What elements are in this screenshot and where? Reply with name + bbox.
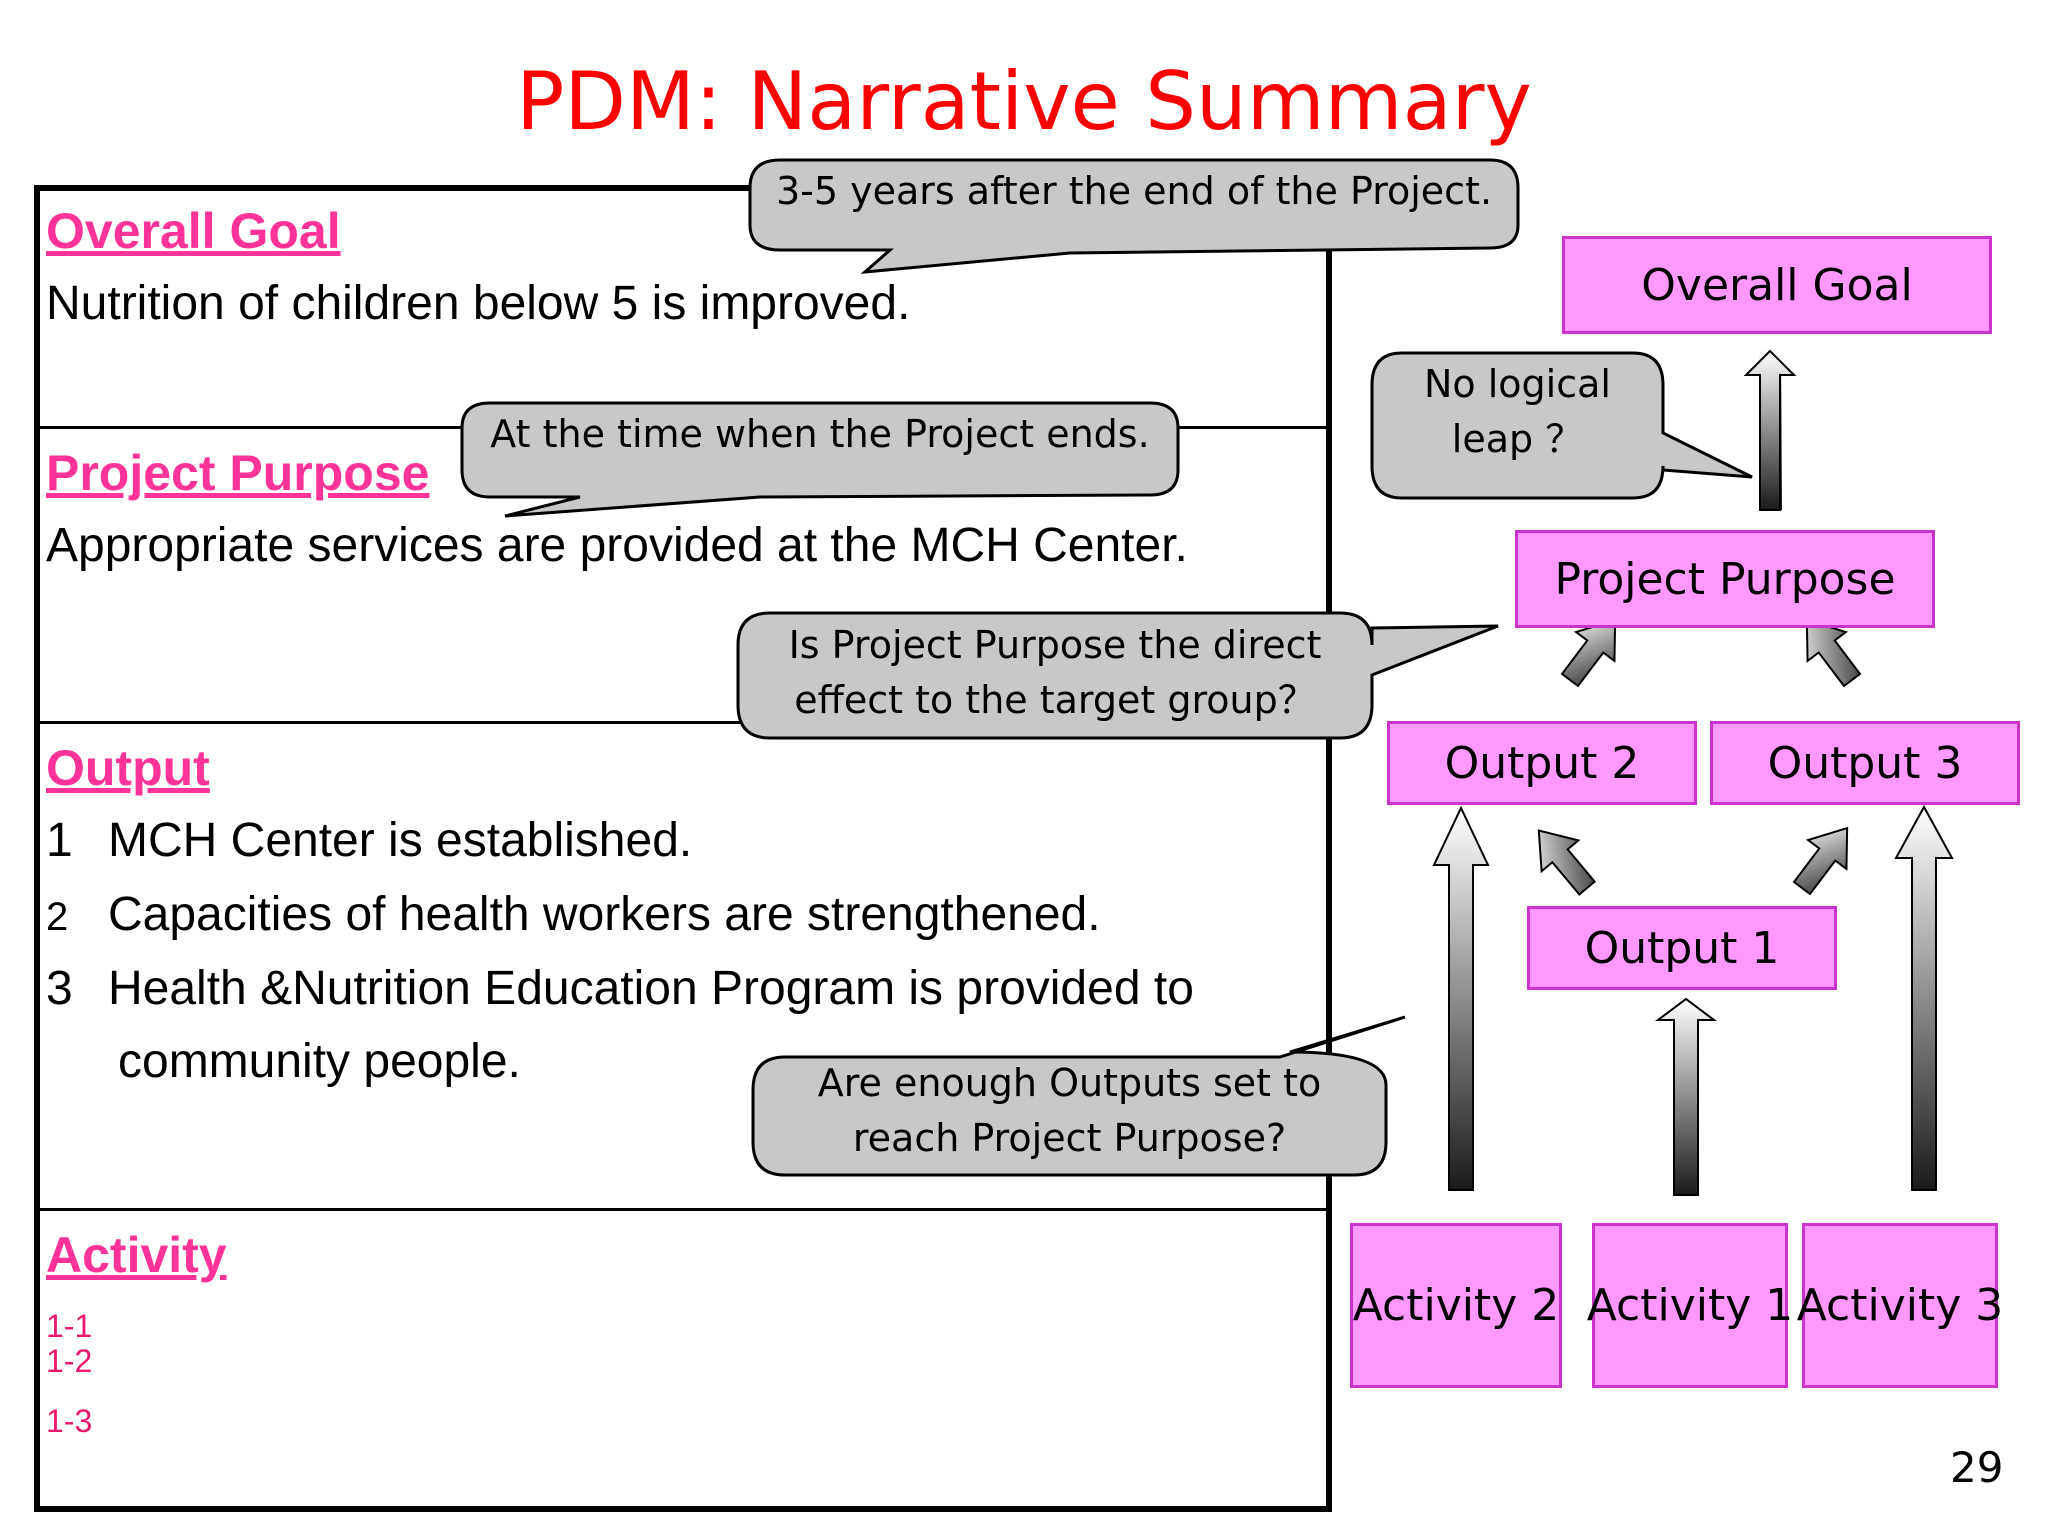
activity-item: 1-3 [46,1403,93,1439]
diagram-activity-2-box: Activity 2 [1350,1223,1562,1388]
arrow-output1-to-output2 [1537,829,1597,896]
callout-logical-leap-bubble [1370,351,1753,500]
output-item-text: Capacities of health workers are strengt… [108,888,1101,941]
overall-goal-text: Nutrition of children below 5 is improve… [46,277,911,330]
diagram-output-2-box: Output 2 [1387,721,1697,805]
overall-goal-heading: Overall Goal [46,203,341,259]
output-item-number: 3 [46,962,73,1015]
project-purpose-heading: Project Purpose [46,445,430,501]
callout-line: leap ？ [1451,417,1584,462]
narrative-summary-table [34,185,1332,1512]
callout-purpose-timing-text: At the time when the Project ends. [490,412,1150,456]
callout-goal-timing-bubble [748,158,1520,274]
arrow-output1-to-output3 [1792,826,1849,896]
callout-enough-outputs-text: Are enough Outputs set to reach Project … [755,1056,1384,1166]
callout-line: Are enough Outputs set to [817,1061,1322,1105]
callout-purpose-timing-bubble [460,401,1180,518]
diagram-project-purpose-box: Project Purpose [1515,530,1935,628]
project-purpose-text: Appropriate services are provided at the… [46,519,1188,572]
diagram-output-3-box: Output 3 [1710,721,2020,805]
activity-item: 1-1 [46,1308,93,1344]
callout-line: effect to the target group？ [794,678,1316,723]
callout-line: No logical [1424,362,1611,406]
arrow-activity1-to-output1 [1655,997,1717,1196]
output-item-text: Health &Nutrition Education Program is p… [108,962,1194,1015]
page-number: 29 [1950,1443,2004,1492]
arrow-activity3-to-output3 [1894,804,1954,1191]
activity-heading: Activity [46,1227,227,1283]
divider-purpose-output [34,721,1332,724]
callout-goal-timing-text: 3-5 years after the end of the Project. [775,169,1493,213]
callout-line: Is Project Purpose the direct [788,623,1322,667]
output-item-number: 2 [46,895,69,939]
activity-item: 1-2 [46,1343,93,1379]
output-item-text: MCH Center is established. [108,814,693,867]
output-item-number: 1 [46,814,73,867]
diagram-output-1-box: Output 1 [1527,906,1837,990]
output-item-1: 1 MCH Center is established. [46,817,692,865]
output-item-3: 3 Health &Nutrition Education Program is … [46,965,1194,1013]
callout-enough-outputs-bubble [751,1015,1406,1177]
diagram-activity-1-box: Activity 1 [1587,1223,1793,1388]
callout-direct-effect-text: Is Project Purpose the direct effect to … [740,618,1370,728]
diagram-activity-3-box: Activity 3 [1797,1223,2003,1388]
arrow-output2-to-purpose [1560,618,1617,688]
callout-line: reach Project Purpose? [852,1116,1287,1161]
output-heading: Output [46,740,210,796]
page-title: PDM: Narrative Summary [516,55,1532,148]
output-item-2: 2 Capacities of health workers are streng… [46,891,1101,939]
callout-direct-effect-bubble [736,611,1499,740]
divider-output-activity [34,1208,1332,1211]
output-item-3-continued: community people. [118,1035,521,1088]
arrow-activity2-to-output2 [1432,805,1490,1191]
callout-logical-leap-text: No logical leap ？ [1374,357,1661,467]
diagram-overall-goal-box: Overall Goal [1562,236,1992,334]
